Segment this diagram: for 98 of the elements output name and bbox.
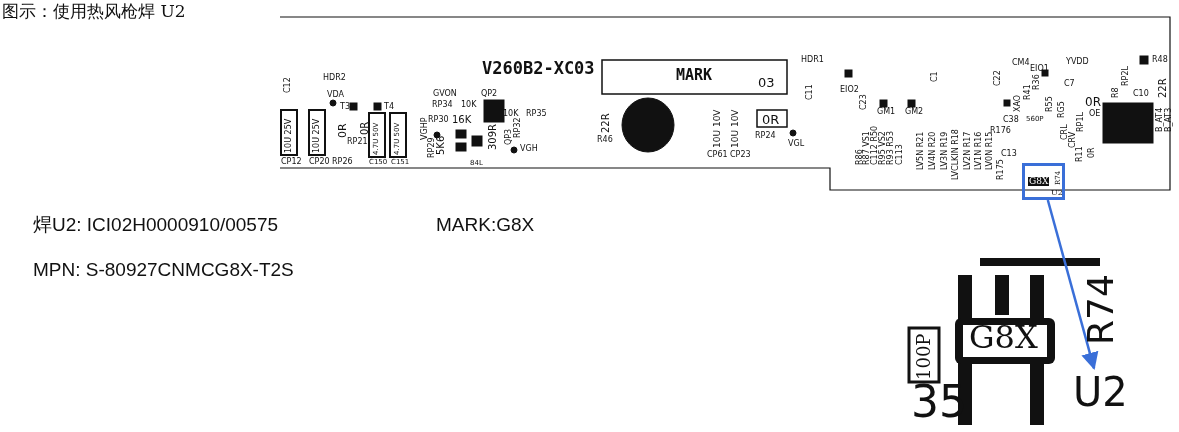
silkscreen-label: RG5 <box>1058 101 1066 118</box>
silkscreen-label: CRV <box>1069 131 1077 148</box>
silkscreen-label: U2 <box>1073 372 1128 412</box>
silkscreen-label: RP26 <box>332 158 353 166</box>
silkscreen-label: C38 <box>1003 116 1019 124</box>
silkscreen-label: R55 <box>1046 96 1054 112</box>
silkscreen-label: CP12 <box>281 158 302 166</box>
silkscreen-label: CP20 <box>309 158 330 166</box>
silkscreen-label: CM4 <box>1012 59 1030 67</box>
silkscreen-label: C12 <box>284 77 292 93</box>
silkscreen-label: R8 <box>1112 87 1120 98</box>
silkscreen-label: QP3 <box>505 128 513 145</box>
silkscreen-label: HDR1 <box>801 56 824 64</box>
silkscreen-label: RP29 <box>428 137 436 158</box>
diagram-title: 图示：使用热风枪焊 U2 <box>2 3 186 20</box>
mark-field-text: MARK <box>676 68 713 83</box>
silkscreen-label: RP21 <box>347 138 368 146</box>
silkscreen-label: VGH <box>520 145 538 153</box>
silkscreen-label: C11 <box>806 84 814 100</box>
silkscreen-label: 16K <box>452 115 472 125</box>
silkscreen-label: 0R <box>337 123 348 138</box>
silkscreen-label: LV0N R15 <box>986 131 994 170</box>
silkscreen-label: LVCLKIN R18 <box>952 129 960 180</box>
marking-text: MARK:G8X <box>436 215 535 234</box>
silkscreen-label: 0R <box>1088 147 1096 158</box>
silkscreen-label: R175 <box>997 159 1005 180</box>
silkscreen-label: 10U 10V <box>731 109 740 148</box>
silkscreen-label: C112 R50 <box>871 125 879 165</box>
silkscreen-label: VGL <box>788 140 805 148</box>
silkscreen-label: HDR2 <box>323 74 346 82</box>
silkscreen-label: B_AT4 <box>1156 107 1164 132</box>
silkscreen-label: VDA <box>327 91 344 99</box>
silkscreen-label: R36 <box>1033 74 1041 90</box>
silkscreen-label: 10K <box>461 101 477 109</box>
silkscreen-label: OE <box>1089 110 1101 118</box>
silkscreen-label: CP61 <box>707 151 728 159</box>
silkscreen-label: GVON <box>433 90 457 98</box>
silkscreen-label: T3 <box>340 103 350 111</box>
silkscreen-label: VGHP <box>421 117 429 140</box>
silkscreen-label: 0R <box>360 121 370 135</box>
silkscreen-label: YVDD <box>1066 58 1089 66</box>
silkscreen-label: 22R <box>601 113 611 133</box>
silkscreen-label: RP35 <box>526 110 547 118</box>
silkscreen-label: G8X <box>1028 177 1050 186</box>
silkscreen-label: RP32 <box>514 117 522 138</box>
silkscreen-label: XAO <box>1014 94 1022 112</box>
silkscreen-label: 309R <box>488 123 498 150</box>
silkscreen-label: CRL <box>1061 124 1069 140</box>
silkscreen-label: 0R <box>762 113 780 126</box>
silkscreen-label: RP34 <box>432 101 453 109</box>
silkscreen-label: QP2 <box>481 90 498 98</box>
part-number-text: 焊U2: ICI02H0000910/00575 <box>33 215 279 234</box>
silkscreen-label: R11 <box>1076 146 1084 162</box>
silkscreen-label: 22R <box>1158 78 1168 98</box>
silkscreen-label: R93 R53 <box>887 130 895 165</box>
silkscreen-label: R87 VS1 <box>863 131 871 165</box>
silkscreen-label: 03 <box>758 76 775 89</box>
silkscreen-label: 5K6 <box>436 135 446 155</box>
silkscreen-label: R95 VS2 <box>879 131 887 165</box>
silkscreen-label: LV3N R19 <box>941 131 949 170</box>
silkscreen-label: 10U 25V <box>313 118 321 153</box>
silkscreen-label: GM1 <box>877 108 896 116</box>
silkscreen-label: 10U 25V <box>285 118 293 153</box>
silkscreen-label: 10U 10V <box>713 109 722 148</box>
silkscreen-label: C13 <box>1001 150 1017 158</box>
silkscreen-label: RP2L <box>1122 66 1130 86</box>
silkscreen-label: CP23 <box>730 151 751 159</box>
silkscreen-label: 10K <box>503 110 519 118</box>
silkscreen-label: LV1N R16 <box>975 131 983 170</box>
silkscreen-label: T4 <box>384 103 394 111</box>
silkscreen-label: G8X <box>969 321 1038 353</box>
silkscreen-label: C23 <box>860 94 868 110</box>
board-model-text: V260B2-XC03 <box>482 60 595 77</box>
silkscreen-label: R46 <box>597 136 613 144</box>
silkscreen-label: U2 <box>1051 189 1063 197</box>
part-number-text: MPN: S-80927CNMCG8X-T2S <box>33 260 294 279</box>
silkscreen-label: RP30 <box>428 116 449 124</box>
silkscreen-label: C10 <box>1133 90 1149 98</box>
silkscreen-label: LV5N R21 <box>917 131 925 170</box>
silkscreen-label: EIO2 <box>840 86 859 94</box>
silkscreen-label: C1 <box>931 71 939 82</box>
silkscreen-label: GM2 <box>905 108 924 116</box>
silkscreen-label: RP24 <box>755 132 776 140</box>
silkscreen-label: B_AT3 <box>1165 107 1173 132</box>
silkscreen-label: LV4N R20 <box>929 131 937 170</box>
component-value: 100P <box>915 333 933 380</box>
silkscreen-label: C22 <box>994 70 1002 86</box>
silkscreen-label: R48 <box>1152 56 1168 64</box>
highlight-box <box>1022 163 1065 200</box>
silkscreen-label: C7 <box>1064 80 1075 88</box>
silkscreen-label: R74 <box>1083 274 1119 345</box>
silkscreen-label: RP1L <box>1077 112 1085 132</box>
silkscreen-label: R41 <box>1024 84 1032 100</box>
arrow <box>1046 199 1099 370</box>
silkscreen-label: C113 <box>896 144 904 165</box>
silkscreen-label: R86 <box>856 149 864 165</box>
silkscreen-label: LV2N R17 <box>964 131 972 170</box>
silkscreen-label: 0R <box>1085 96 1101 108</box>
